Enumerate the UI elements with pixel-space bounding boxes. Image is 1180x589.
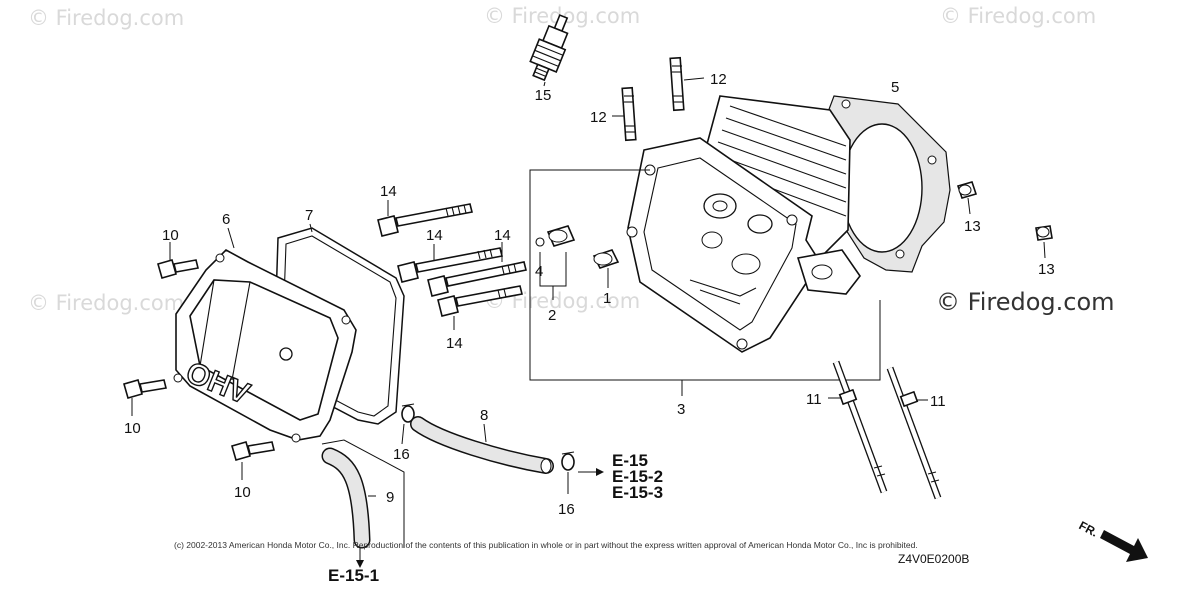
part-flange-bolt-10a[interactable] (157, 259, 199, 279)
part-stud-12a[interactable] (669, 56, 685, 112)
callout-9: 9 (386, 489, 394, 506)
part-dowel-pin-13b[interactable] (1035, 225, 1053, 241)
part-head-gasket[interactable] (821, 95, 951, 273)
part-head-cover[interactable]: OHV (173, 249, 357, 443)
callout-2: 2 (548, 307, 556, 324)
callout-16b: 16 (558, 501, 575, 518)
watermark-top-left: © Firedog.com (28, 6, 184, 30)
callout-10b: 10 (124, 420, 141, 437)
part-dowel-pin-13a[interactable] (956, 181, 978, 199)
watermark-top-right: © Firedog.com (940, 4, 1096, 28)
callout-12b: 12 (590, 109, 607, 126)
callout-15: 15 (535, 87, 552, 104)
part-pin-2[interactable] (546, 225, 576, 247)
watermark-right-strong: © Firedog.com (936, 288, 1115, 316)
callout-7: 7 (305, 207, 313, 224)
callout-3: 3 (677, 401, 685, 418)
part-stud-11b[interactable] (886, 366, 942, 500)
part-clamp-16a[interactable] (401, 403, 415, 423)
callout-16a: 16 (393, 446, 410, 463)
callout-8: 8 (480, 407, 488, 424)
part-cylinder-head[interactable] (626, 95, 861, 353)
ref-e15-1[interactable]: E-15-1 (328, 566, 379, 585)
callout-5: 5 (891, 79, 899, 96)
callout-14c: 14 (494, 227, 511, 244)
callout-12a: 12 (710, 71, 727, 88)
part-flange-bolt-10c[interactable] (231, 441, 275, 461)
part-clamp-16b[interactable] (561, 451, 575, 471)
part-clip-4[interactable] (535, 237, 545, 247)
callout-14a: 14 (380, 183, 397, 200)
callout-13b: 13 (1038, 261, 1055, 278)
ref-e15-3[interactable]: E-15-3 (612, 483, 663, 502)
fr-label: FR. (1077, 518, 1101, 539)
part-bolt-14d[interactable] (437, 285, 523, 317)
callout-11b: 11 (930, 393, 946, 410)
callout-6: 6 (222, 211, 230, 228)
callout-10a: 10 (162, 227, 179, 244)
diagram-code: Z4V0E0200B (898, 552, 969, 566)
callout-11a: 11 (806, 391, 822, 408)
callout-14d: 14 (446, 335, 463, 352)
watermark-mid-left: © Firedog.com (28, 291, 184, 315)
part-stud-12b[interactable] (621, 86, 637, 142)
part-spark-plug[interactable] (526, 11, 577, 83)
front-direction-marker: FR. (1077, 518, 1148, 562)
callout-10c: 10 (234, 484, 251, 501)
part-breather-hose[interactable] (321, 447, 371, 549)
part-bolt-14b[interactable] (397, 247, 503, 283)
ref-e15[interactable]: E-15 (612, 451, 648, 470)
callout-4: 4 (535, 263, 543, 280)
fr-arrow-icon (1100, 530, 1148, 562)
part-flange-bolt-10b[interactable] (123, 379, 167, 399)
part-stud-11a[interactable] (832, 360, 888, 494)
copyright-notice: (c) 2002-2013 American Honda Motor Co., … (174, 540, 918, 550)
callout-1: 1 (603, 290, 611, 307)
callout-14b: 14 (426, 227, 443, 244)
callout-13a: 13 (964, 218, 981, 235)
ref-e15-2[interactable]: E-15-2 (612, 467, 663, 486)
part-dowel-1[interactable] (592, 249, 620, 269)
part-bolt-14c[interactable] (427, 261, 527, 297)
part-bolt-14a[interactable] (377, 203, 473, 237)
part-breather-tube[interactable] (410, 416, 554, 474)
